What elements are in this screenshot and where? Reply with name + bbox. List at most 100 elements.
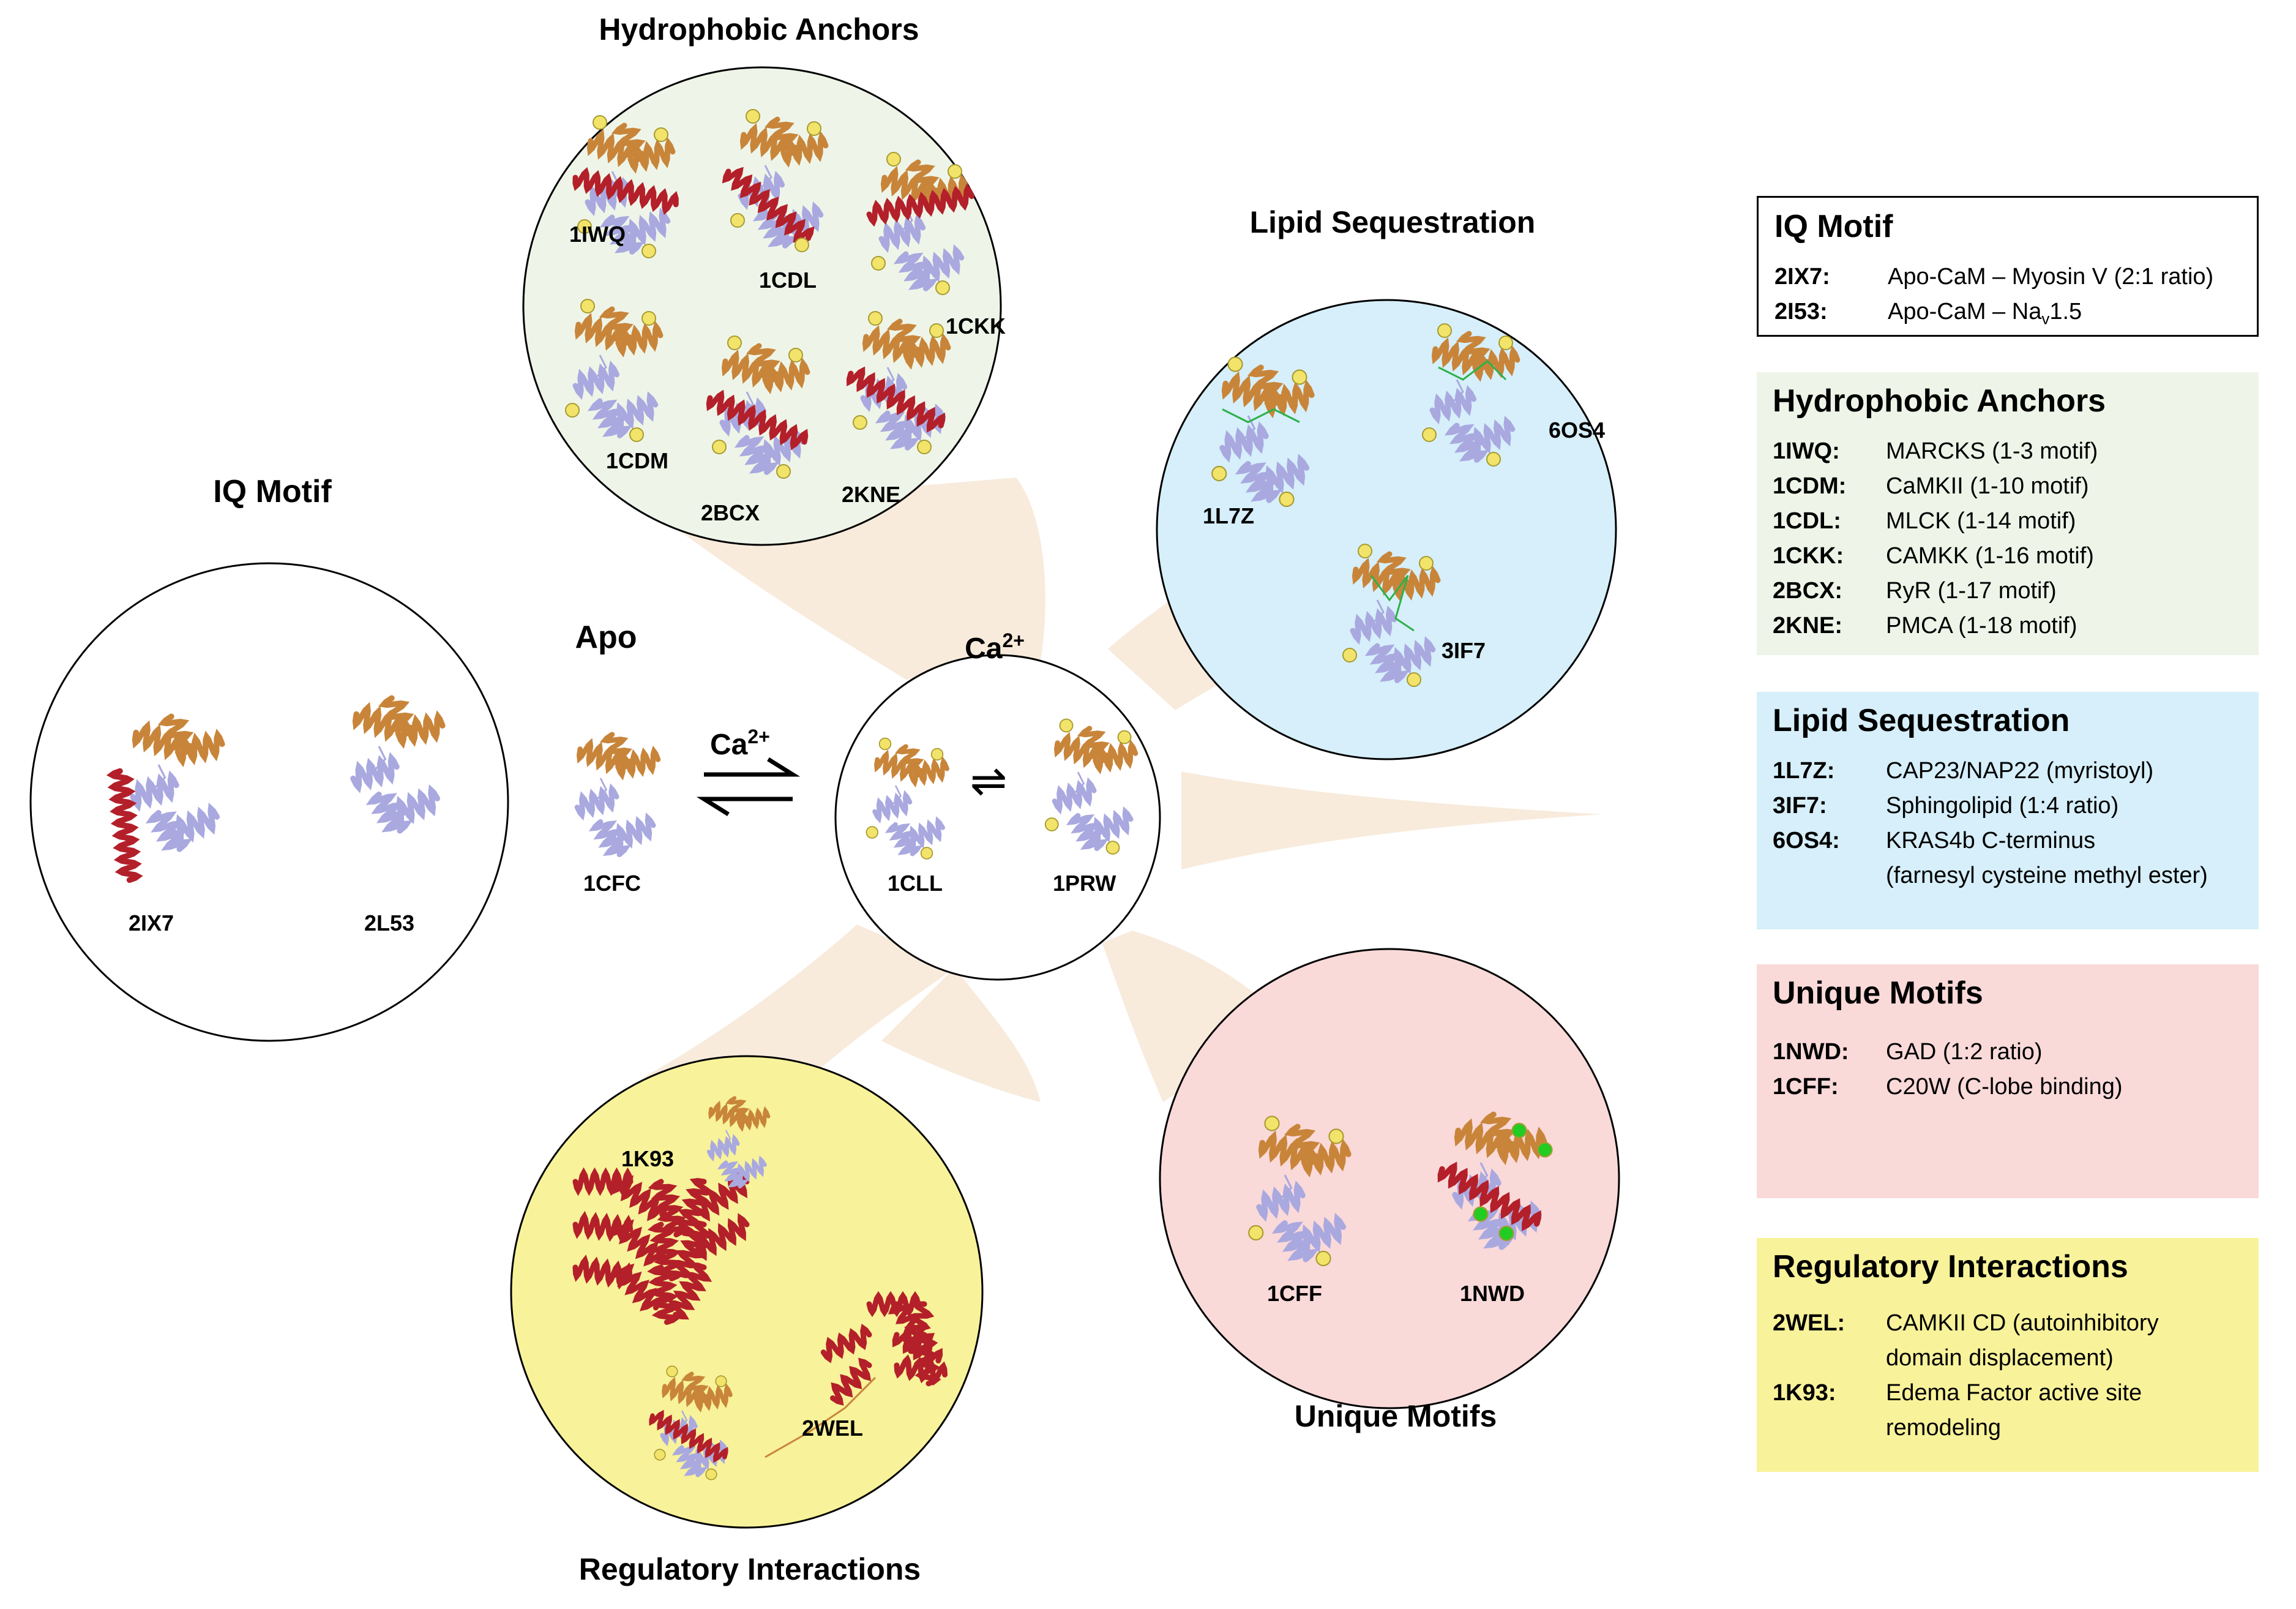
iq-motif-circle [29,562,509,1042]
helix [1298,1212,1347,1257]
center-ca-circle [834,654,1161,981]
calcium-ion [1279,491,1295,508]
calcium-ion [1422,427,1437,442]
calcium-ion [1358,544,1372,558]
calcium-ion [641,311,656,326]
calcium-ion [871,256,886,271]
calmodulin-structure [106,713,225,883]
calcium-ion [948,164,962,179]
helix [1389,636,1436,678]
legend-desc: CAMKII CD (autoinhibitory [1886,1310,2159,1336]
helix [1090,806,1134,846]
calcium-ion [593,115,607,130]
unique-motifs-title: Unique Motifs [1295,1399,1497,1433]
calcium-ion [1486,452,1501,467]
helix [171,802,220,847]
calcium-ion [746,109,760,124]
helix [1221,371,1272,411]
helix [106,768,143,883]
legend-row: remodeling [1773,1411,2243,1446]
legend-desc: RyR (1-17 motif) [1886,577,2057,604]
helix [1467,1208,1515,1250]
fan-wedge-unique [1102,931,1298,1102]
calcium-arrow-label: Ca2+ [710,726,770,761]
helix [587,398,632,438]
legend-code [1773,858,1886,893]
calmodulin-structure [1342,544,1441,687]
legend-desc: GAD (1:2 ratio) [1886,1038,2043,1065]
calcium-ion [1537,1142,1553,1158]
calcium-binding-equilibrium-arrow [696,757,801,816]
legend-desc: Apo-CaM – Myosin V (2:1 ratio) [1888,263,2214,290]
helix [722,167,815,243]
loop [1438,360,1507,381]
legend-row: 3IF7:Sphingolipid (1:4 ratio) [1773,789,2243,823]
calcium-ion [654,127,668,142]
helix [880,165,929,204]
helix [392,784,441,828]
helix [588,819,631,858]
helix [695,1213,750,1261]
helix [365,792,413,834]
helix [1429,384,1477,425]
legend-row: 6OS4:KRAS4b C-terminus [1773,823,2243,858]
calcium-ion [565,403,580,418]
legend-desc: CaMKII (1-10 motif) [1886,473,2089,499]
helix [130,770,179,812]
protein-structures [106,109,1553,1480]
legend-desc: (farnesyl cysteine methyl ester) [1886,862,2208,888]
calcium-ion [1498,336,1513,350]
legend-unique-motifs-title: Unique Motifs [1773,975,1983,1011]
legend-code: 1CDM: [1773,473,1847,499]
pdb-code-1cff: 1CFF [1267,1281,1322,1306]
helix [759,428,806,470]
calcium-ion [1264,1116,1280,1131]
helix [572,360,620,400]
loop [1449,379,1464,405]
calcium-ion [654,1449,666,1461]
helix [352,702,403,742]
calmodulin-structure [565,299,664,442]
calcium-ion [1437,323,1452,338]
helix [906,816,945,852]
helix [734,435,779,475]
legend-row: 2KNE:PMCA (1-18 motif) [1773,609,2243,643]
legend-regulatory-interactions: Regulatory Interactions 2WEL:CAMKII CD (… [1757,1238,2259,1472]
legend-desc: remodeling [1886,1414,2001,1441]
calmodulin-structure [706,1096,771,1189]
helix [1437,1161,1541,1231]
helix [574,312,623,351]
legend-desc: Edema Factor active site [1886,1379,2142,1406]
helix [1393,565,1441,602]
legend-lipid-sequestration: Lipid Sequestration 1L7Z:CAP23/NAP22 (my… [1757,692,2259,929]
fan-wedge-right [1181,771,1604,869]
helix [846,366,946,433]
pdb-code-6os4: 6OS4 [1549,418,1605,443]
helix [572,167,679,216]
pdb-code-labels: 1IWQ 1CDL 1CKK 1CDM 2BCX 2KNE 6OS4 1L7Z … [129,222,1605,1441]
regulatory-interactions-circle [510,1055,984,1529]
calcium-ion [929,323,944,338]
legend-code: 1IWQ: [1773,438,1840,464]
loop [1071,771,1085,797]
helix [894,1354,948,1386]
loop [758,165,772,191]
helix [706,1134,740,1162]
legend-desc: C20W (C-lobe binding) [1886,1073,2123,1100]
calmodulin-structure [846,311,951,454]
helix [739,122,788,162]
legend-row: 1CDM: CaMKII (1-10 motif) [1773,469,2243,504]
legend-desc: Apo-CaM – Nav1.5 [1888,294,2241,331]
calcium-ion [715,1375,727,1387]
legend-code: 6OS4: [1773,827,1840,853]
loop [1370,575,1415,632]
calcium-ion [1407,672,1421,687]
helix [697,1171,750,1222]
helix [918,244,965,287]
calcium-ion [1211,465,1227,482]
helix [780,130,829,168]
legend-lipid-sequestration-title: Lipid Sequestration [1773,703,2070,738]
helix [830,1357,872,1406]
legend-code: 2BCX: [1773,577,1843,604]
helix [350,752,400,793]
